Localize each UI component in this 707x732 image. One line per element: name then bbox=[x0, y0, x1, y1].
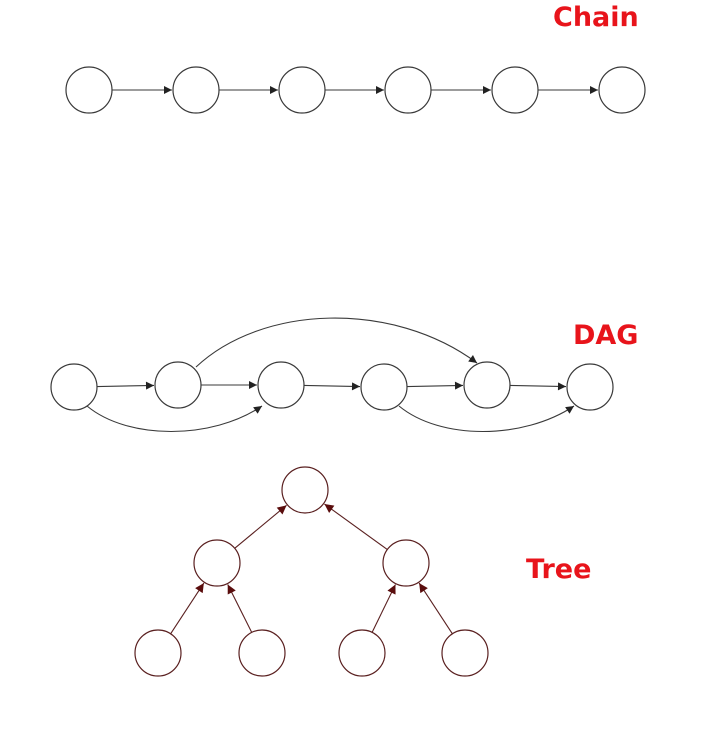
dag-node-1 bbox=[154, 361, 202, 409]
chain-node-3 bbox=[384, 66, 432, 114]
dag-edge-4-to-5 bbox=[509, 382, 567, 391]
dag-edge-1-to-4 bbox=[195, 317, 478, 368]
dag-label: DAG bbox=[573, 320, 639, 351]
dag-node-3 bbox=[360, 363, 408, 411]
dag-edge-3-to-4 bbox=[406, 381, 464, 390]
chain-node-2 bbox=[278, 66, 326, 114]
tree-edge-3-to-1 bbox=[170, 582, 205, 635]
dag-edge-3-to-5 bbox=[398, 405, 575, 432]
dag-node-4 bbox=[463, 361, 511, 409]
dag-graph bbox=[50, 317, 614, 432]
dag-edge-0-to-1 bbox=[96, 381, 155, 390]
chain-graph bbox=[65, 66, 646, 114]
dag-node-0 bbox=[50, 363, 98, 411]
chain-node-4 bbox=[491, 66, 539, 114]
tree-edge-2-to-0 bbox=[324, 503, 388, 550]
chain-label: Chain bbox=[553, 2, 639, 33]
tree-node-3 bbox=[134, 629, 182, 677]
chain-node-5 bbox=[598, 66, 646, 114]
tree-graph bbox=[134, 466, 489, 677]
tree-edge-1-to-0 bbox=[234, 504, 287, 549]
tree-node-6 bbox=[441, 629, 489, 677]
tree-edge-5-to-2 bbox=[371, 584, 396, 633]
dag-node-5 bbox=[566, 363, 614, 411]
tree-node-5 bbox=[338, 629, 386, 677]
tree-node-4 bbox=[238, 629, 286, 677]
chain-node-0 bbox=[65, 66, 113, 114]
dag-node-2 bbox=[257, 361, 305, 409]
tree-edge-4-to-1 bbox=[227, 584, 253, 633]
tree-edge-6-to-2 bbox=[418, 582, 453, 635]
tree-node-0 bbox=[281, 466, 329, 514]
tree-label: Tree bbox=[526, 554, 592, 585]
tree-node-1 bbox=[193, 539, 241, 587]
tree-node-2 bbox=[382, 539, 430, 587]
dag-edge-2-to-3 bbox=[303, 382, 361, 391]
dag-edge-0-to-2 bbox=[86, 405, 263, 432]
chain-node-1 bbox=[172, 66, 220, 114]
